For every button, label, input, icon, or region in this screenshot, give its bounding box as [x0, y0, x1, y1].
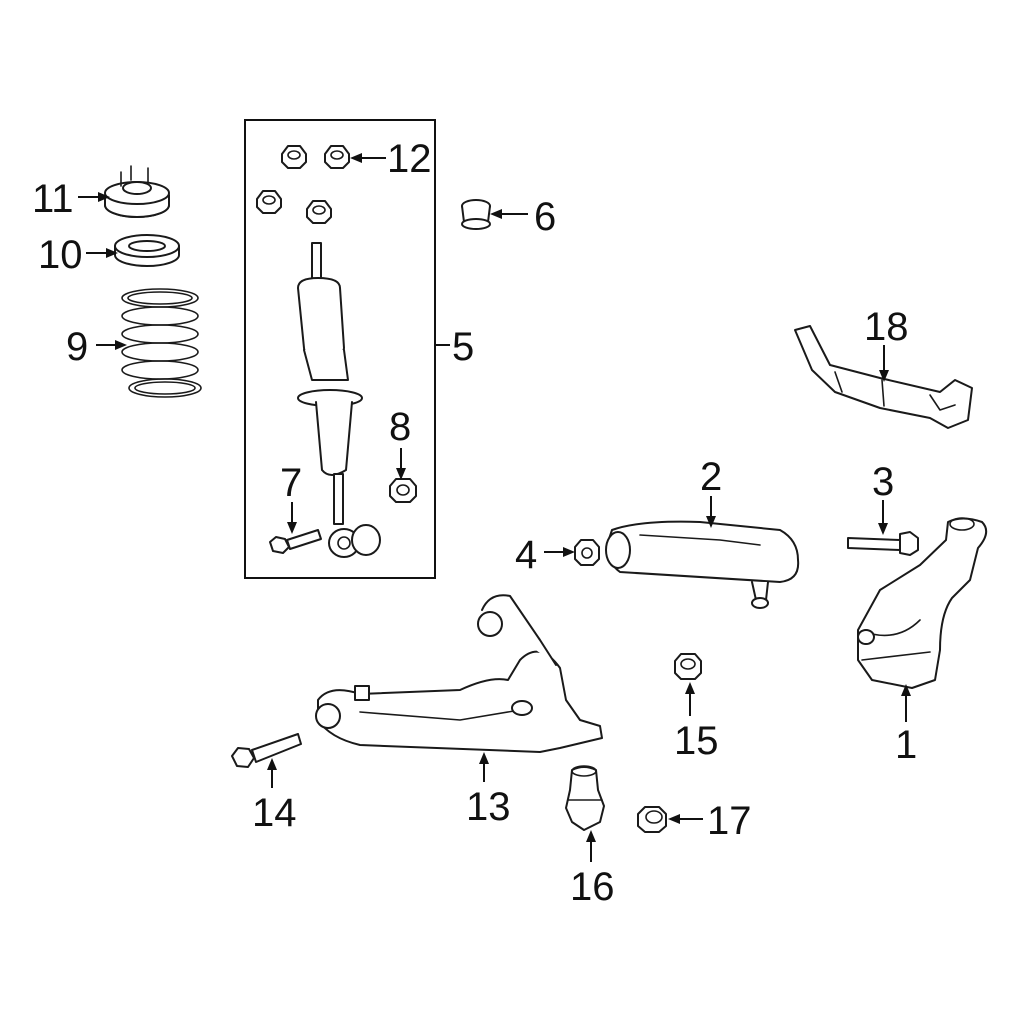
coil-spring-part-9[interactable]	[121, 288, 202, 398]
stabilizer-bar-part-18[interactable]	[794, 325, 973, 429]
callout-18: 18	[864, 305, 909, 349]
shock-absorber-part-5[interactable]	[297, 242, 381, 558]
callout-12: 12	[387, 137, 432, 181]
shock-assembly-box	[244, 119, 436, 579]
bolt-part-7[interactable]	[269, 529, 322, 554]
callout-3: 3	[872, 460, 894, 504]
callout-13: 13	[466, 785, 511, 829]
callout-16: 16	[570, 865, 615, 909]
callout-1: 1	[895, 723, 917, 767]
steering-knuckle-part-1[interactable]	[857, 517, 988, 689]
spring-upper-mount-part-11[interactable]	[104, 165, 170, 218]
ball-joint-part-16[interactable]	[565, 765, 605, 831]
spring-insulator-part-10[interactable]	[114, 234, 180, 267]
nut-part-4[interactable]	[574, 539, 600, 566]
nut-part-8[interactable]	[389, 478, 417, 503]
callout-4: 4	[515, 533, 537, 577]
callout-8: 8	[389, 405, 411, 449]
callout-9: 9	[66, 325, 88, 369]
nuts-part-12[interactable]	[256, 145, 350, 224]
bolt-part-14[interactable]	[231, 733, 302, 768]
callout-10: 10	[38, 233, 83, 277]
callout-11: 11	[32, 177, 74, 221]
bushing-part-6[interactable]	[461, 199, 491, 230]
callout-2: 2	[700, 455, 722, 499]
callout-15: 15	[674, 719, 719, 763]
callout-6: 6	[534, 195, 556, 239]
callout-7: 7	[280, 461, 302, 505]
nut-part-15[interactable]	[674, 653, 702, 680]
bolt-part-3[interactable]	[847, 531, 919, 556]
callout-5: 5	[452, 325, 474, 369]
callout-14: 14	[252, 791, 297, 835]
callout-17: 17	[707, 799, 752, 843]
lower-control-arm-part-13[interactable]	[315, 594, 603, 753]
leader-lines	[78, 153, 911, 862]
nut-part-17[interactable]	[637, 806, 667, 833]
upper-control-arm-part-2[interactable]	[605, 520, 800, 609]
